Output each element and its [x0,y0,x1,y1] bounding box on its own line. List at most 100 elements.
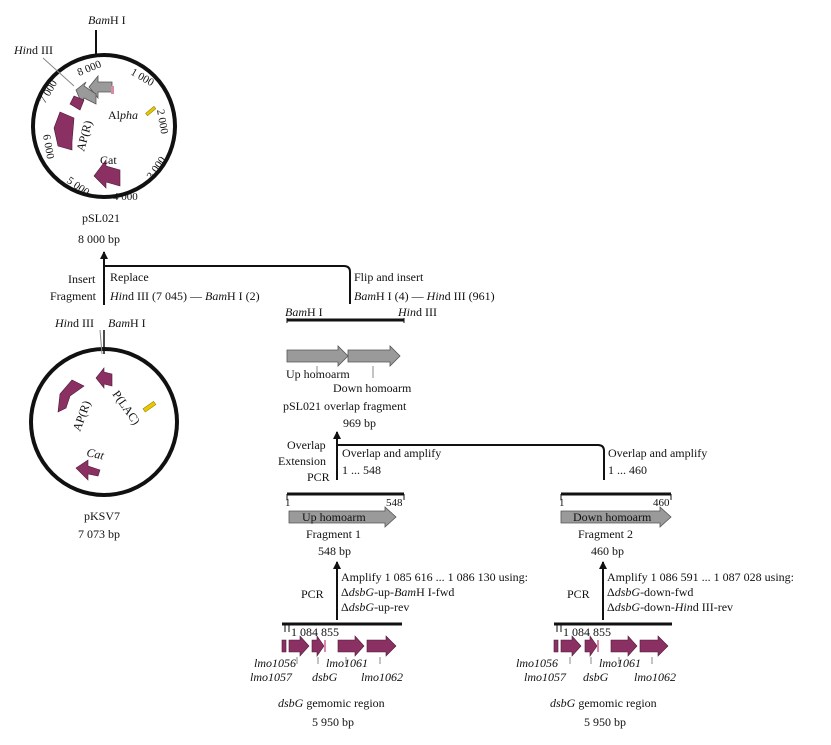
psl021-cat-label: Cat [100,153,117,167]
psl021-hindiii-label: Hind III [13,43,53,57]
psl021-alpha-label: Alpha [108,108,138,122]
genomic-left-size: 5 950 bp [312,715,354,729]
insert-bracket-line [104,265,351,304]
psl021-backbone-circle [31,53,177,199]
genomic-right-gene-dsbg-marker [597,640,599,652]
insert-label-line1: Insert [68,272,96,286]
genomic-right-gene-lmo1056 [553,639,559,653]
pksv7-cat-feature-arrow [75,459,101,481]
genomic-left-label-dsbg: dsbG [312,670,338,684]
psl021-ap-label: AP(R) [73,119,95,153]
genomic-left-gene-lmo1062 [366,635,397,657]
overlap-right-label: Overlap and amplify [608,446,707,460]
genomic-right-gene-lmo1057 [560,635,582,657]
pksv7-small-feature-arrow [95,367,113,389]
pksv7-site-marker-2 [99,329,103,355]
fragment1-name: Fragment 1 [306,527,361,541]
genomic-region-right: 1 084 855 lmo1056 lmo1057 dsbG lmo1061 l… [516,622,676,729]
pcr-right-primer1: ΔdsbG-down-fwd [607,585,693,599]
pcr-right-primer2: ΔdsbG-down-Hind III-rev [607,600,733,614]
fragment-1: 1 548 Up homoarm Fragment 1 548 bp [285,492,405,558]
psl021-ap-feature-arrow [53,111,75,151]
genomic-left-label-lmo1057: lmo1057 [250,670,293,684]
pksv7-size: 7 073 bp [78,527,120,541]
genomic-right-label-lmo1057: lmo1057 [524,670,567,684]
fragment2-start: 1 [559,497,565,509]
genomic-left-gene-dsbg [311,635,325,657]
genomic-right-label-dsbg: dsbG [583,670,609,684]
psl021-name: pSL021 [82,211,120,225]
genomic-right-coord: 1 084 855 [563,625,611,639]
psl021-tick-4000: 4 000 [113,191,138,203]
fragment2-name: Fragment 2 [578,527,633,541]
overlap-fragment-name: pSL021 overlap fragment [283,399,407,413]
pksv7-plac-promoter [142,400,157,413]
psl021-tick-6000: 6 000 [40,133,56,160]
pcr-left-primer1: ΔdsbG-up-BamH I-fwd [341,585,454,599]
overlap-up-homoarm-label: Up homoarm [286,367,350,381]
pksv7-plac-label: P(LAC) [110,388,144,428]
overlap-pcr-label-2: Extension [278,454,326,468]
pcr-right-label: PCR [567,587,590,601]
fragment2-arm-label: Down homoarm [573,510,652,524]
psl021-tick-1000: 1 000 [129,66,157,89]
psl021-alpha-promoter [145,106,157,117]
insert-fragment-connector: Insert Fragment Replace Hind III (7 045)… [50,251,495,305]
overlap-bamhi-label: BamH I [285,305,323,319]
fragment1-end: 548 [386,497,403,509]
pcr-right-amplify: Amplify 1 086 591 ... 1 087 028 using: [607,570,794,584]
overlap-pcr-label-3: PCR [307,470,330,484]
insert-label-line2: Fragment [50,289,97,303]
psl021-tick-7000: 7 000 [37,78,60,106]
overlap-fragment: BamH I Hind III Up homoarm Down homoarm … [283,305,437,430]
overlap-pcr-label-1: Overlap [287,438,326,452]
replace-sites-label: Hind III (7 045) — BamH I (2) [109,289,260,303]
genomic-left-label-lmo1061: lmo1061 [326,656,368,670]
pcr-left-amplify: Amplify 1 085 616 ... 1 086 130 using: [341,570,528,584]
flip-label: Flip and insert [354,270,424,284]
genomic-left-coord: 1 084 855 [291,625,339,639]
pcr-right: PCR Amplify 1 086 591 ... 1 087 028 usin… [567,561,794,620]
overlap-down-homoarm-arrow [347,345,401,367]
psl021-bamhi-label: BamH I [88,13,126,27]
overlap-left-label: Overlap and amplify [342,446,441,460]
pksv7-hindiii-label: Hind III [54,316,94,330]
fragment1-start: 1 [285,497,291,509]
pksv7-cat-label: Cat [85,445,106,462]
psl021-cat-feature-arrow [93,159,121,189]
replace-label: Replace [110,270,149,284]
plasmid-psl021: BamH I Hind III 8 000 1 000 2 000 3 000 … [13,13,177,246]
genomic-left-gene-dsbg-marker [324,640,326,652]
genomic-left-label-lmo1056: lmo1056 [254,656,296,670]
genomic-right-label-lmo1062: lmo1062 [634,670,676,684]
overlap-left-range: 1 ... 548 [342,463,381,477]
fragment2-end: 460 [653,497,670,509]
genomic-left-gene-lmo1056 [281,639,287,653]
overlap-hindiii-label: Hind III [397,305,437,319]
psl021-small-feature-arrow [69,95,85,111]
genomic-right-gene-lmo1062 [639,635,669,657]
fragment1-arm-label: Up homoarm [302,510,366,524]
overlap-right-range: 1 ... 460 [608,463,647,477]
plasmid-pksv7: Hind III BamH I AP(R) Cat P(LAC) pKSV7 7… [29,316,179,541]
pcr-left-label: PCR [301,587,324,601]
genomic-right-name: dsbG gemomic region [550,696,657,710]
pksv7-bamhi-label: BamH I [108,316,146,330]
fragment1-up-homoarm-arrow [288,506,397,528]
overlap-bracket-line [337,444,605,480]
overlap-up-homoarm-arrow [286,345,349,367]
pcr-left: PCR Amplify 1 085 616 ... 1 086 130 usin… [301,561,528,620]
fragment2-size: 460 bp [591,544,624,558]
psl021-pink-marker [111,86,114,94]
pksv7-ap-label: AP(R) [70,399,94,433]
genomic-right-label-lmo1056: lmo1056 [516,656,558,670]
pcr-left-primer2: ΔdsbG-up-rev [341,600,409,614]
genomic-region-left: 1 084 855 lmo1056 lmo1057 dsbG lmo1061 l… [250,622,403,729]
overlap-extension-connector: Overlap Extension PCR Overlap and amplif… [278,431,707,484]
psl021-tick-2000: 2 000 [154,108,170,135]
genomic-left-gene-lmo1061 [337,635,365,657]
overlap-fragment-size: 969 bp [343,416,376,430]
flip-sites-label: BamH I (4) — Hind III (961) [354,289,495,303]
